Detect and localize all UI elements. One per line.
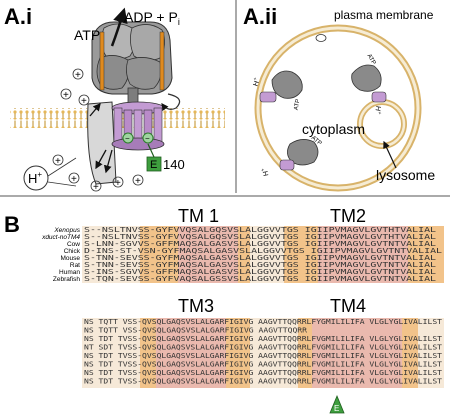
alignment-row: S-TQN-SEVSS-GYFVAQSALGSSVSLALGGVVTGS IGI… — [84, 275, 436, 283]
block1-tm2-band-pink — [318, 226, 408, 283]
species-label: xduct-noTM4 — [41, 234, 80, 241]
rotor-charge-sign-1: − — [125, 134, 130, 143]
alignment-row: S--NSLTNVSS-GYFVVQSALGQSVSLALGGVVTGS IGI… — [84, 233, 436, 241]
panel-label-a-i: A.i — [4, 4, 32, 29]
proton-label: H+ — [28, 170, 42, 186]
proton-flow-arrow-3 — [89, 103, 101, 117]
alignment-row: NS TDT TVSS-QVSQLGAQSVSLALGARFIGIVG AAGV… — [84, 378, 442, 386]
species-label: Cow — [67, 241, 80, 248]
alignment-row: S-LNN-SGVVS-GFFMAQSALGASVSLALGGVVTGS IGI… — [84, 240, 436, 248]
alignment-row: D-INS-ST-VSN-GYFMAQSALGASVSLALGGVVTGS IG… — [84, 247, 442, 255]
plus-2: + — [75, 70, 81, 81]
rotor-charge-1 — [122, 132, 134, 144]
alignment-row: NT SDT TVSS-QVSQLGAQSVSLALGARFIGIVG AAGV… — [84, 344, 442, 352]
alignment-row: S--NSLTNVSS-GYFVVQSALGQSVSLALGGVVTGS IGI… — [84, 226, 436, 234]
proton-flow-arrow-1 — [95, 149, 107, 170]
plus-signs: + + + + + + + + — [52, 68, 144, 193]
atp-arrow — [110, 7, 128, 47]
alignment-row: S-INS-SGVVS-GFFMAQSALGASVSLALGGVVTGS IGI… — [84, 268, 436, 276]
rotation-arrow — [161, 93, 181, 111]
species-label: Human — [59, 269, 80, 276]
proton-pointer-1 — [47, 157, 77, 177]
pump-lysosome: ATP H+ — [351, 53, 387, 115]
plus-7: + — [115, 178, 121, 189]
tm-label-1: TM 1 — [178, 206, 219, 226]
plasma-membrane-inner-edge — [256, 26, 420, 190]
panel-label-b: B — [4, 212, 20, 237]
e140-residue: E — [150, 159, 157, 171]
species-label: Xenopus — [53, 227, 80, 234]
pump-left-h: H+ — [251, 77, 262, 88]
species-label: Zebrafish — [53, 276, 80, 283]
species-label: Rat — [70, 262, 80, 269]
alignment-row: NS TDT TVSS-QVSQLGAQSVSLALGARFIGIVG AAGV… — [84, 352, 442, 360]
e-marker-label: E — [334, 404, 339, 413]
block2-tm4-band-pink — [312, 318, 402, 388]
alignment-row: NS TDT TVSS-QVSQLGAQSVSLALGARFIGIVG AAGV… — [84, 361, 442, 369]
alignment-row: NS TQTT VSS-QVSQLGAQSVSLALGARFIGIVG AAGV… — [84, 318, 442, 326]
proton-circle — [23, 165, 49, 191]
rotor-charge-2 — [142, 132, 154, 144]
plasma-membrane-label: plasma membrane — [334, 8, 434, 22]
pump-bottom-atp: ATP — [310, 135, 322, 147]
lysosome-inner-edge — [358, 100, 406, 148]
pump-lysosome-h: H+ — [373, 105, 383, 115]
plus-6: + — [93, 182, 99, 193]
plasma-membrane-pointer — [315, 34, 327, 42]
pump-lysosome-atp: ATP — [366, 53, 377, 66]
panel-label-a-ii: A.ii — [243, 4, 277, 29]
block2-tm3-band-pink — [156, 318, 226, 388]
alignment-row: S-TNN-SEVSS-GYFMAQSALGASVSLALGGVVTGS IGI… — [84, 254, 436, 262]
alignment-row: NS TDT TVSS-QVSQLGAQSVSLALGARFIGIVG AAGV… — [84, 335, 442, 343]
panel-a-ii: A.ii plasma membrane lysosome cytoplasm … — [243, 4, 435, 192]
pump-bottom: ATP H+ — [260, 135, 322, 177]
block1-tm1-band-pink — [178, 226, 238, 283]
e140-number: 140 — [163, 157, 185, 172]
plus-4: + — [55, 156, 61, 167]
panel-b: B TM 1 TM2 TM3 TM4 Xenopusxduct-noTM4Cow… — [4, 206, 444, 414]
adp-label: ADP + Pi — [124, 9, 180, 27]
atp-label: ATP — [74, 27, 100, 43]
alignment-row: S-TNN-SEVSS-GYFMAQSALGASVSLALGGVVTGS IGI… — [84, 261, 436, 269]
plus-8: + — [135, 176, 141, 187]
cytoplasm-label: cytoplasm — [302, 121, 365, 137]
plus-3: + — [81, 96, 87, 107]
species-label: Chick — [64, 248, 81, 255]
proton-pointer-2 — [47, 181, 77, 187]
alignment-row: NS TQTT VSS-QVSQLGAQSVSLALGARFIGIVG AAGV… — [84, 327, 307, 335]
plus-5: + — [71, 174, 77, 185]
alignment-block-2: NS TQTT VSS-QVSQLGAQSVSLALGARFIGIVG AAGV… — [84, 318, 442, 386]
proton-flow-arrow-2 — [103, 149, 113, 174]
e140-pointer — [147, 143, 155, 158]
lysosome-label: lysosome — [376, 167, 435, 183]
pump-bottom-h: H+ — [260, 167, 270, 177]
species-labels: Xenopusxduct-noTM4CowChickMouseRatHumanZ… — [41, 227, 81, 283]
panel-a-i: A.i ATP ADP + Pi — [4, 4, 225, 193]
v1-domain — [91, 21, 173, 109]
lysosome-pointer — [383, 140, 397, 169]
pump-left-atp: ATP — [294, 99, 302, 111]
tm-label-4: TM4 — [330, 296, 366, 316]
tm-label-3: TM3 — [178, 296, 214, 316]
plus-1: + — [63, 90, 69, 101]
alignment-block-1: S--NSLTNVSS-GYFVVQSALGQSVSLALGGVVTGS IGI… — [84, 226, 442, 283]
species-label: Mouse — [60, 255, 80, 262]
tm-label-2: TM2 — [330, 206, 366, 226]
alignment-row: NS TDT TVSS-QVSQLGAQSVSLALGARFIGIVG AAGV… — [84, 369, 442, 377]
pump-left: H+ ATP — [251, 70, 303, 111]
e-marker-triangle — [329, 394, 345, 414]
rotor-charge-sign-2: − — [145, 134, 150, 143]
